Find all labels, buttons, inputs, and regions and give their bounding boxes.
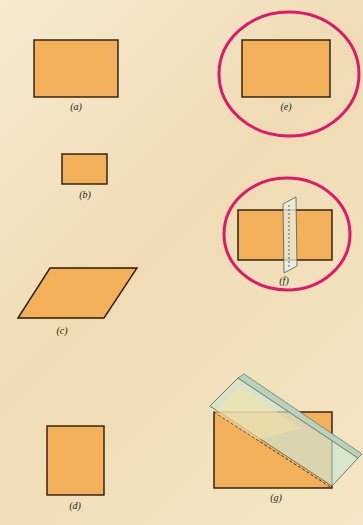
- figure-caption: (f): [279, 276, 288, 286]
- parallelogram-c: [18, 268, 137, 318]
- rectangle-a: [34, 40, 118, 97]
- figure-caption: (c): [56, 326, 67, 336]
- highlight-ellipse: [224, 178, 350, 290]
- reflection-g: [214, 386, 300, 440]
- mirror-line-f: [289, 205, 290, 268]
- figure-caption: (a): [70, 102, 82, 112]
- figure-caption: (e): [280, 102, 291, 112]
- figure-caption: (d): [69, 501, 81, 511]
- figure-caption: (b): [79, 190, 91, 200]
- highlight-ellipse: [219, 12, 359, 136]
- glass-plate-g: [210, 378, 358, 486]
- rectangle-d: [47, 426, 104, 495]
- rectangle-b: [62, 154, 107, 184]
- mirror-f: [283, 197, 297, 273]
- figure-caption: (g): [270, 493, 282, 503]
- rectangle-e: [242, 40, 330, 97]
